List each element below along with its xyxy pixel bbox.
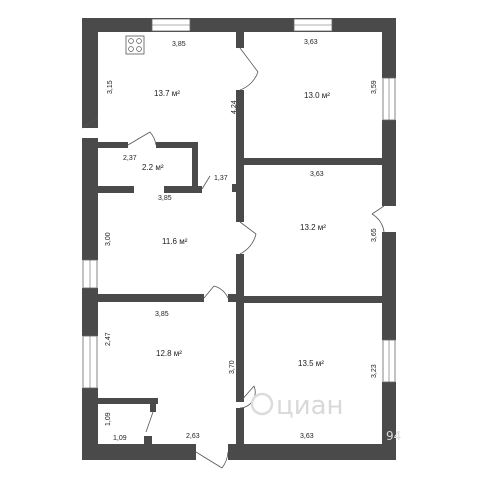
door-entry-left (81, 117, 99, 129)
dim-370: 3,70 (229, 360, 236, 374)
wall-left-bottom (82, 388, 98, 460)
wall-left-h2b (228, 294, 240, 302)
doors (81, 47, 385, 469)
wall-left-lower (82, 288, 98, 336)
dim-closet-height: 1,09 (105, 412, 112, 426)
wall-left-upper (82, 18, 98, 128)
watermark: циан 94 (250, 391, 401, 443)
watermark-small: 94 (386, 429, 401, 443)
watermark-text: циан (276, 391, 344, 421)
windows (82, 18, 396, 389)
wall-bath-right (192, 142, 198, 192)
stove-icon (125, 35, 145, 55)
dim-bath-width: 2,37 (123, 155, 137, 162)
watermark-logo-icon (250, 392, 274, 416)
dim-room-ne-width: 3,63 (304, 39, 318, 46)
wall-bath-top-a (98, 142, 128, 148)
area-room-ne: 13.0 м² (304, 91, 330, 100)
dim-kitchen-height: 3,15 (107, 80, 114, 94)
area-room-sw: 12.8 м² (156, 349, 182, 358)
area-hall: 11.6 м² (162, 237, 188, 246)
wall-right-1 (382, 18, 396, 78)
wall-closet-top (98, 398, 158, 404)
door-closet (145, 411, 154, 433)
door-bottom (195, 451, 229, 469)
door-right-exterior (371, 205, 385, 233)
wall-center-2 (236, 192, 244, 222)
dim-room-sw-height: 2,47 (105, 332, 112, 346)
door-bath (127, 131, 157, 146)
area-kitchen: 13.7 м² (154, 89, 180, 98)
door-hall (201, 175, 211, 190)
wall-center-stub (232, 184, 244, 192)
wall-center-top (236, 32, 244, 48)
area-room-se: 13.5 м² (298, 359, 324, 368)
walls (82, 18, 396, 460)
wall-center-1 (236, 90, 244, 184)
wall-bottom-right (228, 444, 396, 460)
wall-right-2 (382, 120, 396, 206)
wall-closet-side (150, 398, 156, 412)
wall-center-3 (236, 254, 244, 402)
dim-room-e-width: 3,63 (310, 171, 324, 178)
area-labels: 13.7 м² 2.2 м² 13.0 м² 11.6 м² 13.2 м² 1… (142, 89, 330, 368)
dim-137: 1,37 (214, 175, 228, 182)
wall-top (82, 18, 396, 32)
area-bath: 2.2 м² (142, 163, 164, 172)
dim-hall-width: 3,85 (155, 311, 169, 318)
door-room-sw (203, 285, 229, 299)
door-room-e (239, 221, 257, 255)
dim-closet-width: 1,09 (113, 435, 127, 442)
wall-bottom-left (82, 444, 196, 460)
wall-left-h2a (98, 294, 204, 302)
dim-room-se-width: 3,63 (300, 433, 314, 440)
dim-424: 4,24 (231, 100, 238, 114)
dim-bath-bottom: 3,85 (158, 195, 172, 202)
wall-center-4 (236, 408, 244, 448)
wall-bath-top-b (156, 142, 198, 148)
wall-left-h1b (164, 186, 202, 193)
wall-left-h1a (98, 186, 134, 193)
wall-right-3 (382, 232, 396, 340)
wall-right-h2 (244, 296, 384, 303)
dim-room-ne-height: 3,59 (371, 80, 378, 94)
dim-room-e-height: 3,65 (371, 228, 378, 242)
wall-right-4 (382, 382, 396, 460)
dim-room-se-height: 3,23 (371, 364, 378, 378)
dim-room-sw-width: 2,63 (186, 433, 200, 440)
dimension-labels: 3,85 3,15 4,24 3,63 3,59 2,37 3,85 1,37 … (105, 39, 378, 442)
wall-closet-bottom (144, 436, 152, 446)
dim-kitchen-width: 3,85 (172, 41, 186, 48)
door-room-ne (239, 47, 259, 91)
wall-left-mid (82, 138, 98, 260)
area-room-e: 13.2 м² (300, 223, 326, 232)
dim-hall-height: 3,00 (105, 232, 112, 246)
wall-right-h1 (244, 158, 384, 165)
